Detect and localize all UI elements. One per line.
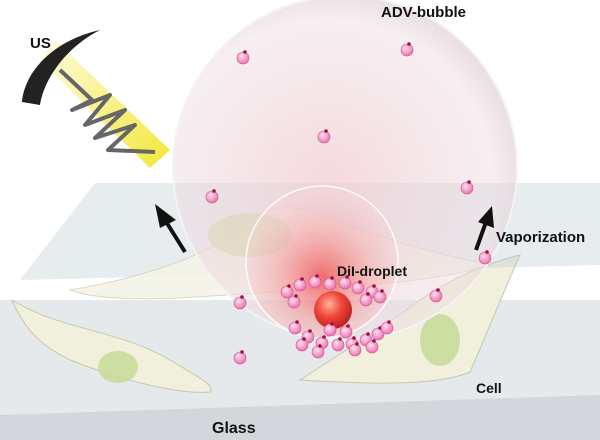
label-us: US	[30, 35, 51, 52]
particle-tag	[387, 320, 391, 324]
dii-particle	[233, 296, 247, 310]
dii-particle	[331, 338, 345, 352]
particle-tag	[318, 344, 322, 348]
particle-tag	[240, 350, 244, 354]
dii-particle	[365, 340, 379, 354]
particle-tag	[295, 320, 299, 324]
particle-tag	[330, 276, 334, 280]
particle-tag	[355, 342, 359, 346]
particle-tag	[372, 284, 376, 288]
dii-particle	[478, 251, 492, 265]
particle-tag	[302, 337, 306, 341]
dii-particle	[400, 43, 414, 57]
dii-particle	[323, 323, 337, 337]
ultrasound-wave	[58, 68, 156, 154]
particle-tag	[467, 180, 471, 184]
dii-particle	[288, 321, 302, 335]
label-cell: Cell	[476, 380, 502, 396]
dii-particle	[236, 51, 250, 65]
label-vaporization: Vaporization	[496, 229, 586, 246]
dii-particle	[205, 190, 219, 204]
particle-tag	[338, 337, 342, 341]
dii-particle	[287, 295, 301, 309]
particle-tag	[366, 292, 370, 296]
dii-particle	[460, 181, 474, 195]
dii-particle	[348, 343, 362, 357]
particle-tag	[358, 280, 362, 284]
particle-tag	[407, 42, 411, 46]
dii-particle	[311, 345, 325, 359]
dii-particle	[380, 321, 394, 335]
cell-left	[10, 298, 212, 393]
dii-particle	[429, 289, 443, 303]
dii-particle	[295, 338, 309, 352]
nucleus-right	[420, 314, 460, 366]
particle-tag	[212, 189, 216, 193]
dii-particle	[323, 277, 337, 291]
label-adv-bubble: ADV-bubble	[381, 4, 466, 21]
dii-particle	[371, 327, 385, 341]
particle-tag	[322, 335, 326, 339]
dii-particle	[280, 285, 294, 299]
nucleus-left	[98, 351, 138, 383]
particle-tag	[315, 274, 319, 278]
dii-particle	[233, 351, 247, 365]
particles	[205, 42, 492, 365]
dii-particle	[308, 275, 322, 289]
particle-tag	[436, 288, 440, 292]
dii-particle	[359, 293, 373, 307]
dii-particle	[317, 130, 331, 144]
dii-particle	[293, 278, 307, 292]
label-droplet: DiI-droplet	[337, 263, 407, 279]
particle-tag	[380, 289, 384, 293]
particle-tag	[345, 275, 349, 279]
particle-tag	[372, 339, 376, 343]
particle-tag	[366, 332, 370, 336]
particle-tag	[240, 295, 244, 299]
particle-tag	[352, 336, 356, 340]
particle-tag	[300, 277, 304, 281]
ultrasound-transducer	[22, 30, 100, 105]
particle-tag	[485, 250, 489, 254]
particle-tag	[243, 50, 247, 54]
label-glass: Glass	[212, 420, 256, 437]
particle-tag	[324, 129, 328, 133]
dii-particle	[338, 276, 352, 290]
arrow-left	[155, 204, 187, 254]
dii-particle	[373, 290, 387, 304]
glass-front-face	[0, 395, 600, 440]
dii-particle	[339, 325, 353, 339]
particle-tag	[330, 322, 334, 326]
arrow-right	[474, 206, 494, 251]
particle-tag	[308, 329, 312, 333]
particle-tag	[287, 284, 291, 288]
particle-tag	[294, 294, 298, 298]
particle-tag	[346, 324, 350, 328]
dii-particle	[351, 281, 365, 295]
dii-droplet	[314, 291, 352, 329]
